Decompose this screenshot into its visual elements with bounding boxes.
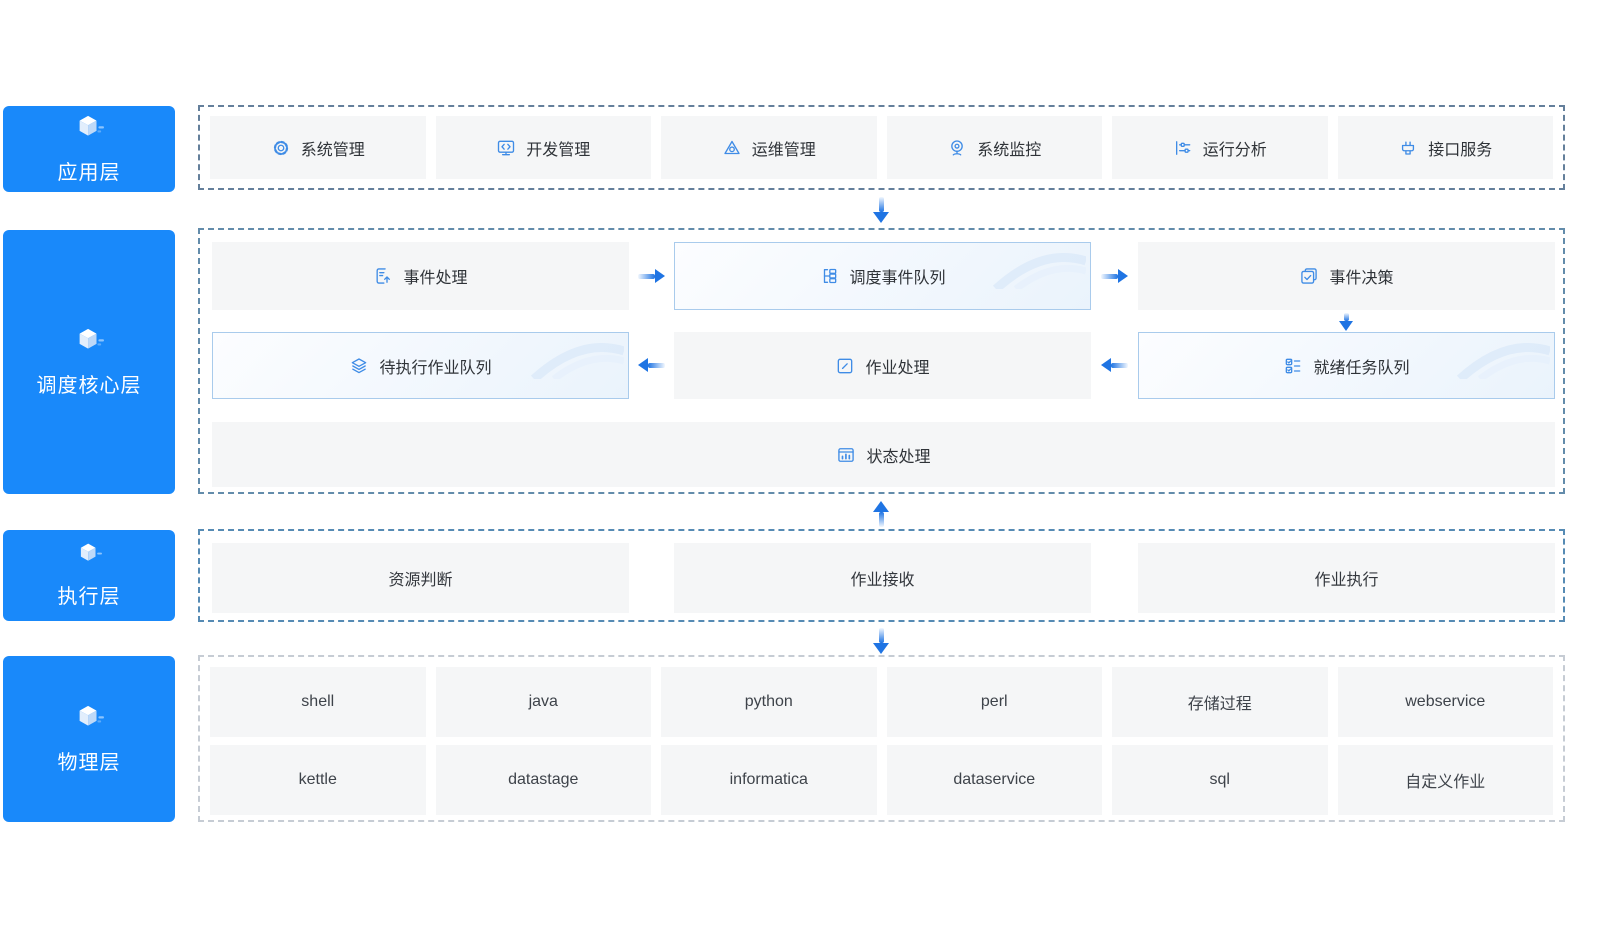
node-resource-judgment: 资源判断 (212, 543, 629, 613)
node-perl: perl (886, 667, 1102, 737)
node-datastage: datastage (435, 745, 651, 815)
ops-alert-icon (722, 138, 742, 158)
layers-icon (349, 356, 369, 376)
gear-icon (271, 138, 291, 158)
node-label: 开发管理 (526, 141, 591, 159)
node-run-analysis: 运行分析 (1112, 116, 1328, 179)
node-label: 事件决策 (1329, 270, 1394, 287)
node-java: java (435, 667, 651, 737)
layer-label: 应用层 (57, 161, 121, 184)
application-layer-panel: 系统管理 开发管理 运维管理 (198, 105, 1565, 190)
execution-layer-panel: 资源判断 作业接收 作业执行 (198, 529, 1565, 622)
swoosh-decoration (530, 343, 624, 379)
arrow-ready-to-processing (1101, 358, 1128, 372)
layer-label: 物理层 (57, 751, 121, 774)
layer-badge-physical: 物理层 (3, 656, 175, 822)
node-event-decision: 事件决策 (1138, 242, 1555, 310)
node-label: 调度事件队列 (849, 270, 946, 287)
node-label: python (744, 693, 793, 710)
node-label: 自定义作业 (1405, 774, 1486, 791)
cube-icon (72, 704, 106, 734)
layer-badge-execution: 执行层 (3, 530, 175, 621)
node-label: 运行分析 (1202, 141, 1267, 159)
stacked-check-icon (1299, 266, 1319, 286)
arrow-decision-to-ready (1339, 313, 1353, 331)
node-label: 系统监控 (977, 141, 1042, 159)
checklist-icon (1283, 356, 1303, 376)
node-python: python (661, 667, 877, 737)
node-label: 作业执行 (1314, 572, 1379, 589)
document-arrow-icon (373, 266, 393, 286)
node-dev-management: 开发管理 (435, 116, 651, 179)
node-label: shell (301, 693, 335, 710)
node-shell: shell (210, 667, 426, 737)
node-event-processing: 事件处理 (212, 242, 629, 310)
node-interface-service: 接口服务 (1337, 116, 1553, 179)
node-label: 系统管理 (300, 141, 365, 159)
node-label: webservice (1405, 693, 1486, 710)
sliders-icon (1173, 138, 1193, 158)
cube-icon (74, 542, 104, 568)
node-label: 资源判断 (388, 572, 453, 589)
node-job-execution: 作业执行 (1138, 543, 1555, 613)
layer-badge-application: 应用层 (3, 106, 175, 192)
node-status-processing: 状态处理 (212, 422, 1555, 487)
node-label: 作业处理 (865, 359, 930, 377)
node-label: 存储过程 (1187, 696, 1252, 713)
node-label: perl (980, 693, 1008, 710)
node-label: 就绪任务队列 (1313, 359, 1410, 377)
node-job-reception: 作业接收 (674, 543, 1091, 613)
node-schedule-event-queue: 调度事件队列 (674, 242, 1091, 310)
node-job-processing: 作业处理 (674, 332, 1091, 399)
plug-icon (1398, 138, 1418, 158)
node-custom-job: 自定义作业 (1337, 745, 1553, 815)
node-label: datastage (508, 771, 579, 788)
node-label: 运维管理 (751, 141, 816, 159)
layer-label: 调度核心层 (36, 374, 142, 397)
node-ready-task-queue: 就绪任务队列 (1138, 332, 1555, 399)
node-label: java (528, 693, 558, 710)
node-dataservice: dataservice (886, 745, 1102, 815)
node-label: dataservice (953, 771, 1036, 788)
node-label: 作业接收 (850, 572, 915, 589)
layer-label: 执行层 (57, 586, 121, 608)
node-label: 接口服务 (1428, 141, 1493, 159)
swoosh-decoration (1456, 343, 1550, 379)
node-label: kettle (298, 771, 337, 788)
tree-list-icon (819, 266, 839, 286)
node-kettle: kettle (210, 745, 426, 815)
physical-layer-panel: shell java python perl 存储过程 webservice k… (198, 655, 1565, 822)
node-webservice: webservice (1337, 667, 1553, 737)
arrow-event-to-queue (638, 269, 665, 283)
layer-badge-core: 调度核心层 (3, 230, 175, 494)
node-system-monitoring: 系统监控 (886, 116, 1102, 179)
arrow-processing-to-pending (638, 358, 665, 372)
node-label: 待执行作业队列 (379, 359, 492, 377)
core-layer-panel: 事件处理 调度事件队列 (198, 228, 1565, 494)
swoosh-decoration (992, 253, 1086, 289)
webcam-icon (947, 138, 967, 158)
node-system-management: 系统管理 (210, 116, 426, 179)
node-stored-procedure: 存储过程 (1112, 667, 1328, 737)
cube-icon (72, 114, 106, 144)
edit-square-icon (835, 356, 855, 376)
cube-icon (72, 327, 106, 357)
node-label: informatica (729, 771, 808, 788)
node-sql: sql (1112, 745, 1328, 815)
node-label: 事件处理 (403, 270, 468, 287)
node-label: 状态处理 (866, 448, 931, 466)
node-label: sql (1209, 771, 1230, 788)
node-informatica: informatica (661, 745, 877, 815)
node-pending-job-queue: 待执行作业队列 (212, 332, 629, 399)
arrow-app-to-core (873, 197, 889, 223)
arrow-queue-to-decision (1101, 269, 1128, 283)
dev-monitor-icon (496, 138, 516, 158)
bar-chart-window-icon (836, 445, 856, 465)
arrow-exec-to-physical (873, 628, 889, 654)
arrow-exec-to-core (873, 501, 889, 527)
node-ops-management: 运维管理 (661, 116, 877, 179)
